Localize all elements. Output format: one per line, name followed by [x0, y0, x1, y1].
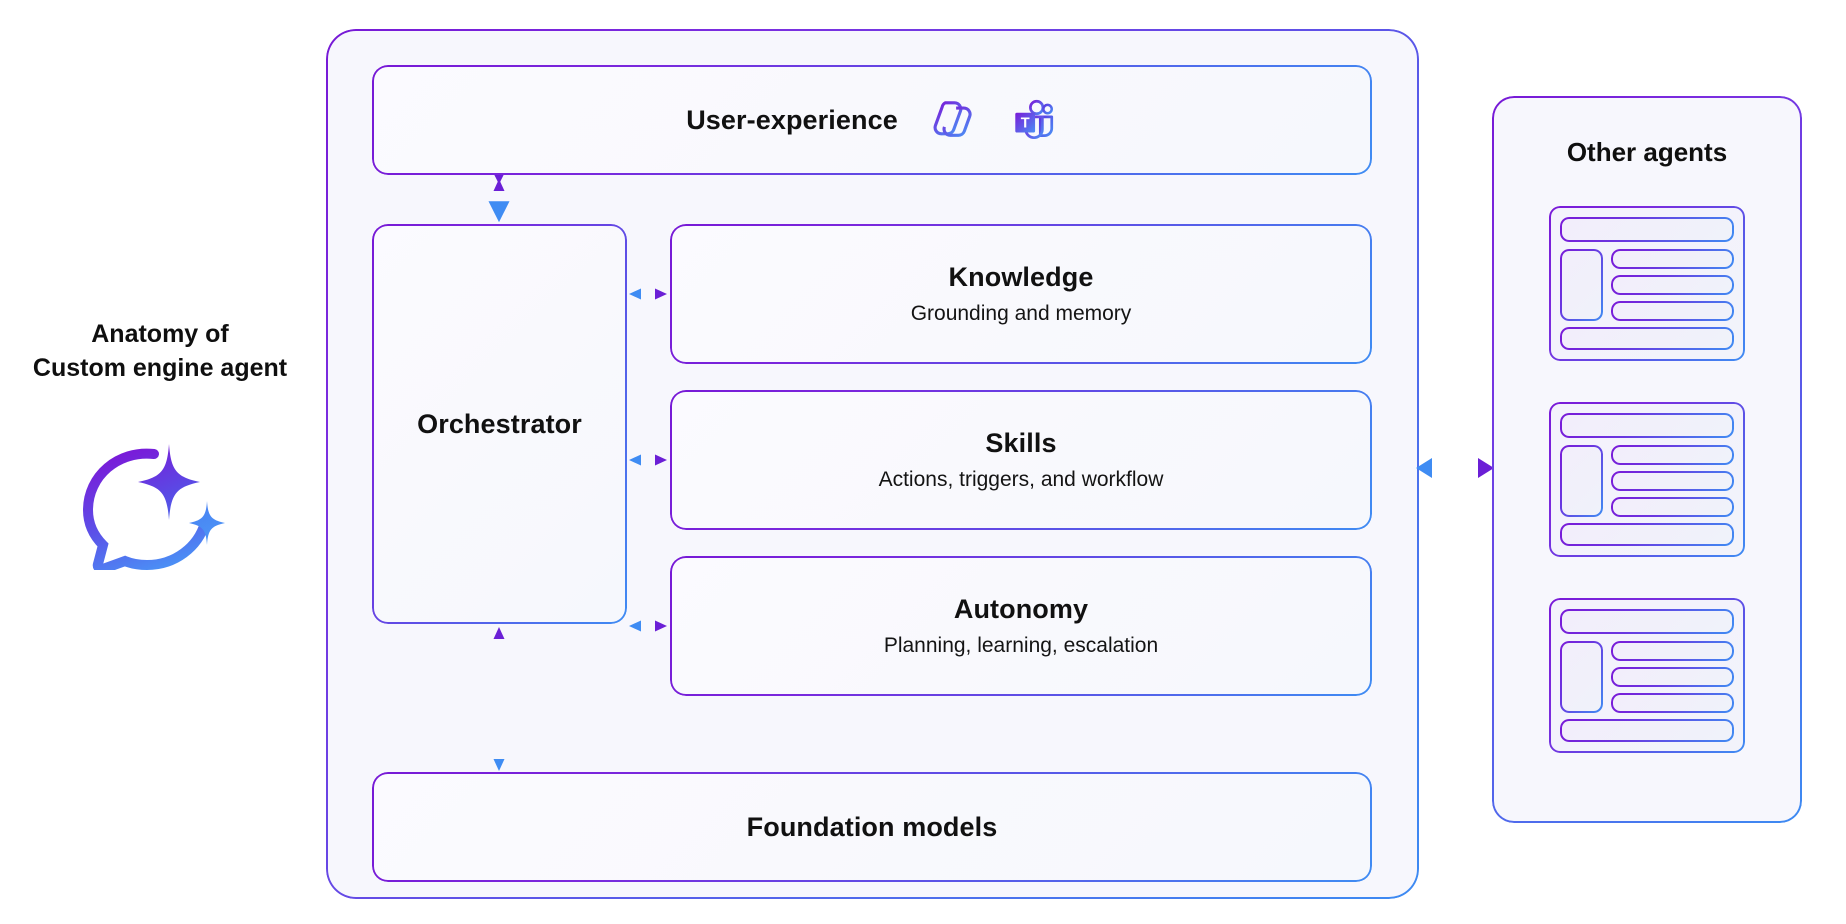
copilot-chat-sparkle-icon	[82, 444, 225, 570]
agent-card-row-bar	[1611, 497, 1734, 517]
orchestrator-title: Orchestrator	[417, 408, 582, 439]
knowledge-panel: Knowledge Grounding and memory	[670, 224, 1372, 364]
knowledge-subtitle: Grounding and memory	[910, 302, 1132, 325]
diagram-caption: Anatomy of Custom engine agent	[10, 318, 310, 386]
agent-card-header-bar	[1560, 217, 1734, 242]
agent-card-header-bar	[1560, 413, 1734, 438]
agent-card-row-bar	[1611, 249, 1734, 269]
agent-card-side-block	[1560, 445, 1603, 517]
agent-card-side-block	[1560, 641, 1603, 713]
agent-card[interactable]	[1549, 206, 1745, 361]
skills-subtitle: Actions, triggers, and workflow	[878, 468, 1164, 491]
connector-agent-to-other-agents	[1416, 458, 1494, 478]
microsoft-365-copilot-icon	[933, 101, 972, 137]
autonomy-subtitle: Planning, learning, escalation	[883, 634, 1159, 657]
connector-orchestrator-to-autonomy	[629, 620, 667, 632]
autonomy-panel: Autonomy Planning, learning, escalation	[670, 556, 1372, 696]
agent-card-footer-bar	[1560, 327, 1734, 350]
other-agents-title: Other agents	[1566, 137, 1728, 167]
agent-card-row-bar	[1611, 471, 1734, 491]
agent-card-row-bar	[1611, 667, 1734, 687]
foundation-models-panel: Foundation models	[372, 772, 1372, 882]
svg-text:T: T	[1021, 115, 1030, 131]
connector-orchestrator-to-knowledge	[629, 288, 667, 300]
user-experience-title: User-experience	[686, 104, 898, 135]
agent-card-side-block	[1560, 249, 1603, 321]
agent-card-row-bar	[1611, 445, 1734, 465]
agent-card-row-bar	[1611, 693, 1734, 713]
agent-card-row-bar	[1611, 275, 1734, 295]
microsoft-teams-icon: T	[1015, 99, 1053, 140]
skills-panel: Skills Actions, triggers, and workflow	[670, 390, 1372, 530]
foundation-models-title: Foundation models	[746, 811, 998, 842]
agent-card-row-bar	[1611, 641, 1734, 661]
connector-orchestrator-to-skills	[629, 454, 667, 466]
connector-orchestrator-to-foundation	[493, 627, 505, 771]
skills-title: Skills	[985, 428, 1057, 458]
agent-card[interactable]	[1549, 402, 1745, 557]
user-experience-row: User-experience	[686, 95, 1058, 145]
other-agents-panel: Other agents	[1492, 96, 1802, 823]
orchestrator-panel: Orchestrator	[372, 224, 627, 624]
connector-ux-to-orchestrator	[488, 163, 510, 223]
agent-card-row-bar	[1611, 301, 1734, 321]
knowledge-title: Knowledge	[948, 262, 1094, 292]
custom-engine-agent-container: User-experience	[326, 29, 1419, 899]
autonomy-title: Autonomy	[953, 594, 1089, 624]
agent-card[interactable]	[1549, 598, 1745, 753]
agent-card-footer-bar	[1560, 719, 1734, 742]
user-experience-panel: User-experience	[372, 65, 1372, 175]
agent-card-header-bar	[1560, 609, 1734, 634]
caption-line-1: Anatomy of	[91, 320, 229, 348]
caption-line-2: Custom engine agent	[32, 353, 288, 382]
agent-card-footer-bar	[1560, 523, 1734, 546]
